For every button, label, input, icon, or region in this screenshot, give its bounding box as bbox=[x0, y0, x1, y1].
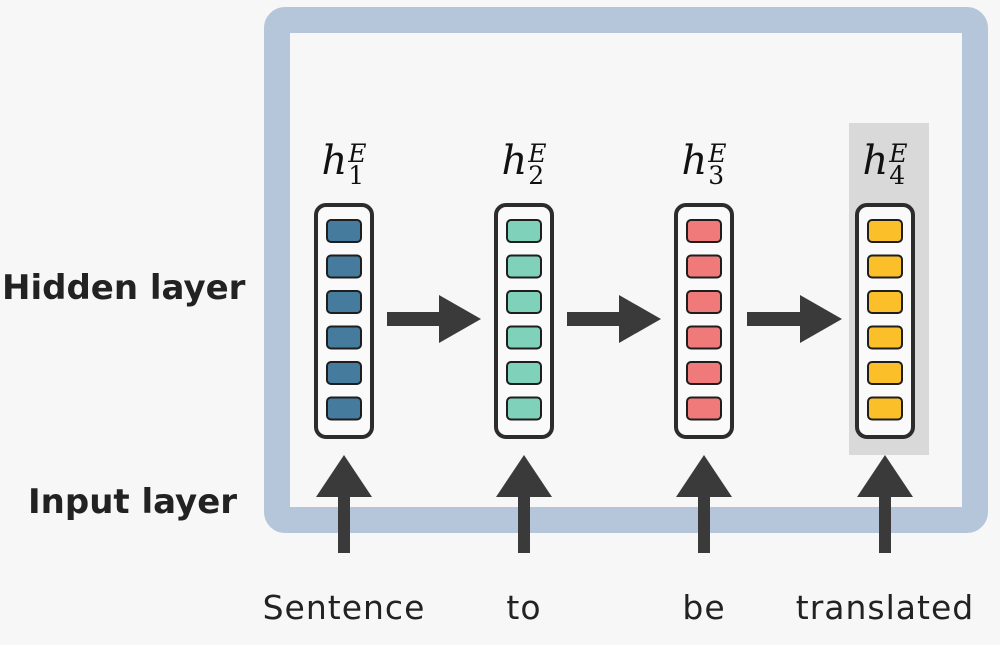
recurrent-arrow-3 bbox=[747, 295, 842, 343]
encoder-frame bbox=[264, 7, 988, 533]
arrow-head bbox=[316, 455, 372, 497]
hidden-state-superscript: E bbox=[708, 139, 727, 168]
vector-cell bbox=[867, 396, 903, 421]
vector-cell bbox=[686, 254, 722, 279]
recurrent-arrow-1 bbox=[387, 295, 481, 343]
vector-cell bbox=[686, 219, 722, 243]
hidden-state-symbol: h bbox=[681, 138, 708, 184]
input-word-3: be bbox=[682, 588, 726, 627]
vector-cell bbox=[867, 361, 903, 385]
vector-cell bbox=[506, 325, 542, 350]
vector-cell bbox=[326, 325, 362, 350]
vector-cell bbox=[326, 219, 362, 243]
vector-cell bbox=[506, 254, 542, 279]
input-arrow-1 bbox=[316, 455, 372, 553]
vector-cell bbox=[326, 254, 362, 279]
vector-cell bbox=[867, 290, 903, 314]
hidden-state-superscript: E bbox=[889, 139, 908, 168]
hidden-state-vector-1 bbox=[314, 203, 374, 439]
hidden-state-vector-4 bbox=[855, 203, 915, 439]
hidden-state-superscript: E bbox=[528, 139, 547, 168]
arrow-shaft bbox=[338, 495, 350, 553]
hidden-state-symbol: h bbox=[862, 138, 889, 184]
hidden-state-vector-2 bbox=[494, 203, 554, 439]
input-arrow-3 bbox=[676, 455, 732, 553]
vector-cell bbox=[506, 361, 542, 385]
hidden-state-vector-3 bbox=[674, 203, 734, 439]
vector-cell bbox=[867, 254, 903, 279]
arrow-shaft bbox=[567, 312, 621, 326]
vector-cell bbox=[506, 290, 542, 314]
arrow-head bbox=[619, 295, 661, 343]
input-arrow-2 bbox=[496, 455, 552, 553]
arrow-shaft bbox=[387, 312, 441, 326]
vector-cell bbox=[867, 219, 903, 243]
input-layer-label: Input layer bbox=[28, 482, 238, 522]
arrow-shaft bbox=[698, 495, 710, 553]
arrow-shaft bbox=[518, 495, 530, 553]
hidden-state-subscript: 3 bbox=[708, 161, 725, 190]
vector-cell bbox=[686, 325, 722, 350]
input-word-2: to bbox=[506, 588, 542, 627]
recurrent-arrow-2 bbox=[567, 295, 661, 343]
input-arrow-4 bbox=[857, 455, 913, 553]
hidden-state-symbol: h bbox=[501, 138, 528, 184]
vector-cell bbox=[326, 290, 362, 314]
arrow-head bbox=[439, 295, 481, 343]
hidden-state-subscript: 2 bbox=[528, 161, 545, 190]
arrow-head bbox=[676, 455, 732, 497]
vector-cell bbox=[686, 290, 722, 314]
vector-cell bbox=[506, 219, 542, 243]
arrow-head bbox=[800, 295, 842, 343]
vector-cell bbox=[686, 361, 722, 385]
vector-cell bbox=[867, 325, 903, 350]
arrow-shaft bbox=[747, 312, 802, 326]
input-word-4: translated bbox=[795, 588, 975, 627]
arrow-head bbox=[857, 455, 913, 497]
arrow-shaft bbox=[879, 495, 891, 553]
vector-cell bbox=[326, 361, 362, 385]
hidden-layer-label: Hidden layer bbox=[2, 268, 246, 308]
hidden-state-subscript: 4 bbox=[889, 161, 906, 190]
vector-cell bbox=[506, 396, 542, 421]
hidden-state-superscript: E bbox=[348, 139, 367, 168]
input-word-1: Sentence bbox=[262, 588, 426, 627]
hidden-state-symbol: h bbox=[321, 138, 348, 184]
vector-cell bbox=[326, 396, 362, 421]
vector-cell bbox=[686, 396, 722, 421]
hidden-state-subscript: 1 bbox=[348, 161, 365, 190]
arrow-head bbox=[496, 455, 552, 497]
